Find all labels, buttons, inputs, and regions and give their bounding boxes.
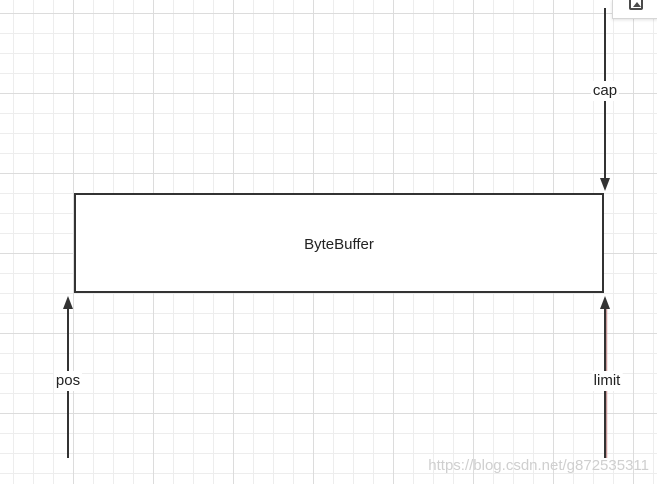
limit-label: limit [591, 371, 623, 391]
corner-toolbar[interactable] [612, 0, 657, 19]
bytebuffer-box: ByteBuffer [74, 193, 604, 293]
image-icon[interactable] [629, 0, 643, 10]
pos-label: pos [53, 371, 83, 391]
limit-arrowhead [600, 296, 610, 309]
pos-arrowhead [63, 296, 73, 309]
cap-label: cap [590, 81, 620, 101]
cap-arrowhead [600, 178, 610, 191]
watermark-text: https://blog.csdn.net/g872535311 [428, 457, 649, 474]
bytebuffer-label: ByteBuffer [304, 235, 374, 253]
